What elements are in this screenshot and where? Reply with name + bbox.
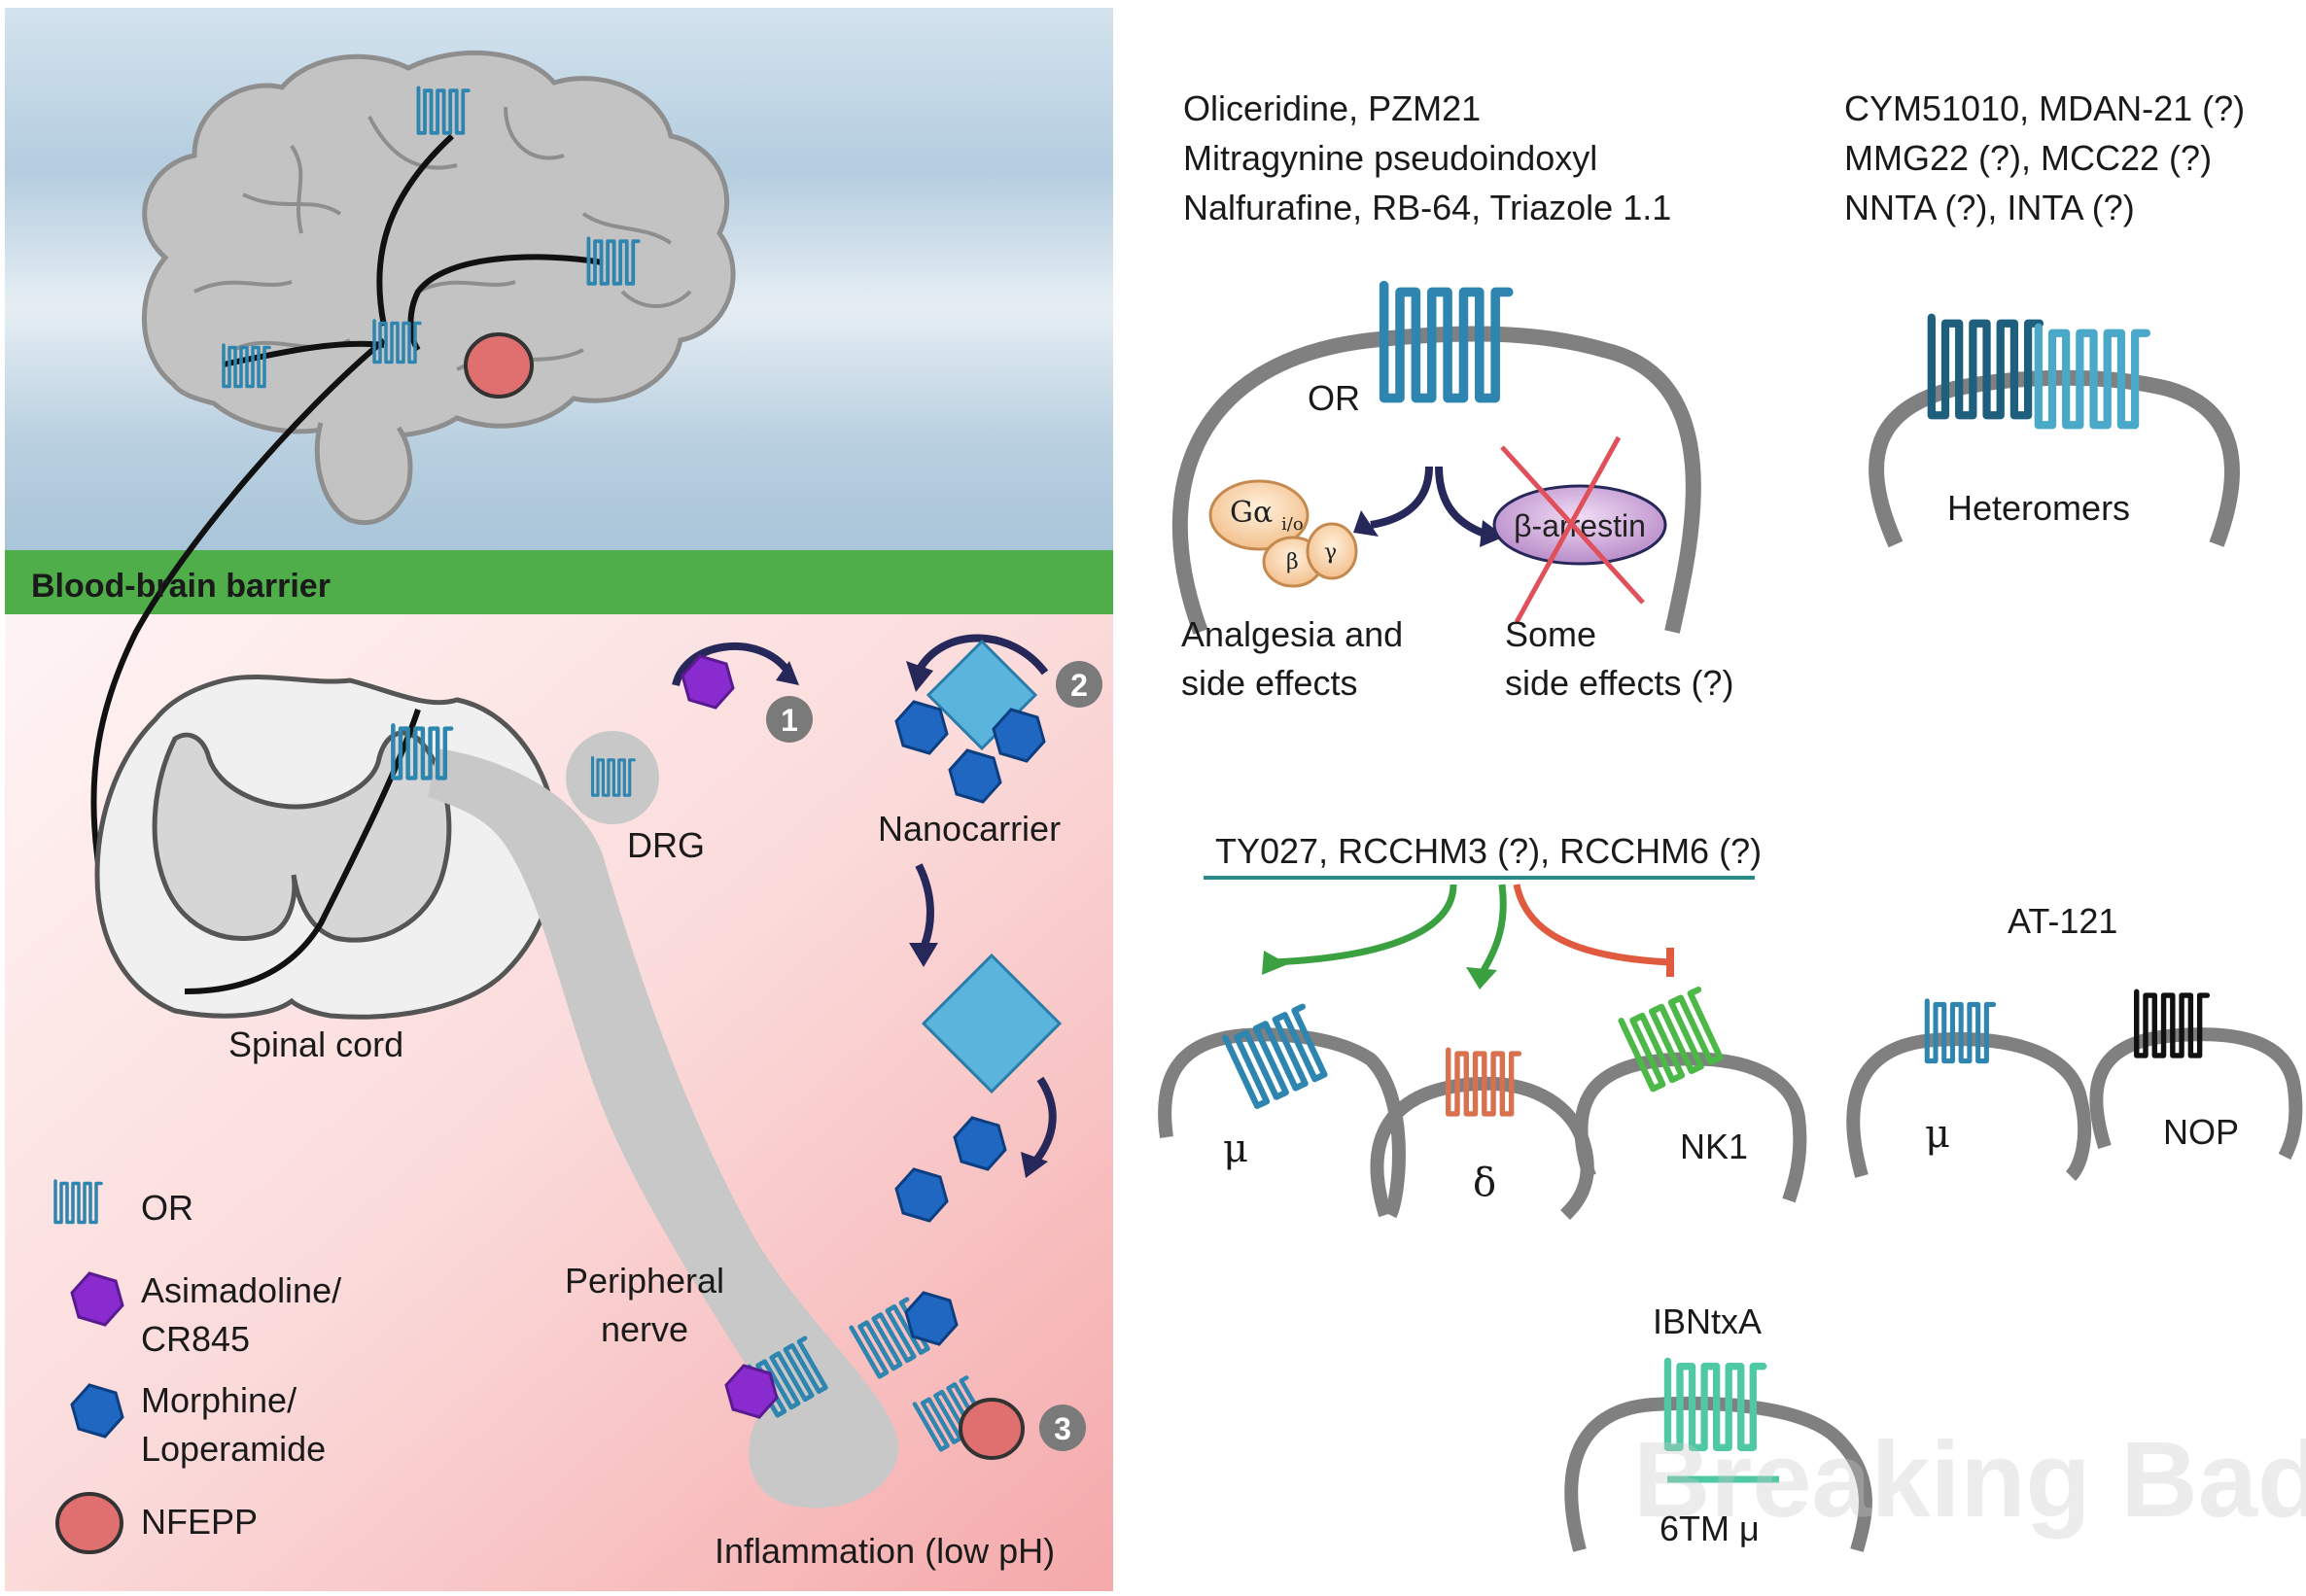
g-alpha-label: Gα	[1230, 496, 1273, 530]
spinal-cord-label: Spinal cord	[228, 1024, 403, 1064]
legend-red-ellipse-icon	[55, 1492, 123, 1554]
nk1-receptor-icon	[1622, 986, 1729, 1089]
arrestin-label: β-arrestin	[1514, 508, 1646, 543]
at121-compound: AT-121	[2008, 901, 2117, 941]
spinal-cord-illustration	[94, 674, 559, 1020]
step2-arrowhead	[906, 661, 933, 692]
biased-compound-line3: Nalfurafine, RB-64, Triazole 1.1	[1183, 188, 1671, 227]
legend-asimadoline-label-1: Asimadoline/	[141, 1270, 341, 1310]
step2-number: 2	[1070, 668, 1088, 703]
drg-label: DRG	[627, 825, 705, 865]
outcome-left-line1: Analgesia and	[1181, 614, 1403, 654]
empty-nanocarrier-diamond	[921, 953, 1063, 1094]
outcome-right-line2: side effects (?)	[1505, 663, 1733, 703]
mu-label: μ	[1223, 1127, 1248, 1171]
step1-arrowhead	[776, 661, 799, 685]
step3-badge	[1039, 1405, 1086, 1451]
ibntxa-compound: IBNtxA	[1653, 1301, 1762, 1341]
step1-number: 1	[781, 703, 798, 738]
peripheral-nerve-label-line2: nerve	[601, 1309, 688, 1349]
g-gamma-label: γ	[1324, 540, 1337, 565]
multitarget-compounds: TY027, RCCHM3 (?), RCCHM6 (?)	[1215, 831, 1762, 871]
delta-label: δ	[1473, 1161, 1496, 1205]
peripheral-nerve-label-line1: Peripheral	[565, 1261, 724, 1301]
release-arrowhead	[909, 943, 938, 967]
legend-asimadoline-label-2: CR845	[141, 1319, 250, 1359]
nanocarrier-label: Nanocarrier	[878, 809, 1061, 849]
mu-membrane	[1158, 1027, 1406, 1219]
legend-or-label: OR	[141, 1188, 193, 1228]
activate-arrow-mu	[1273, 884, 1457, 966]
free-morphine-hexagon-1	[953, 1116, 1007, 1171]
brain-illustration	[141, 50, 736, 526]
bound-nfepp-ellipse	[959, 1398, 1025, 1460]
step3-number: 3	[1054, 1411, 1071, 1446]
arrestin-cross-mark	[1500, 435, 1645, 624]
step1-curved-arrow	[672, 642, 791, 687]
at121-mu-label: μ	[1925, 1112, 1950, 1157]
barrier-label: Blood-brain barrier	[31, 568, 331, 605]
bias-fork-arrows	[1370, 466, 1489, 538]
legend-purple-hexagon-icon	[70, 1271, 124, 1327]
biased-compound-line1: Oliceridine, PZM21	[1183, 88, 1481, 128]
bound-asimadoline-hexagon	[724, 1364, 779, 1419]
biased-membrane	[1171, 326, 1701, 635]
g-beta-label: β	[1286, 550, 1299, 574]
blood-brain-barrier-band	[5, 550, 1113, 614]
step2-badge	[1056, 661, 1102, 708]
heteromer-label: Heteromers	[1947, 488, 2130, 528]
ibntxa-membrane	[1564, 1396, 1872, 1552]
nanocarrier-release-arrow	[915, 863, 934, 950]
delta-membrane	[1370, 1076, 1594, 1220]
g-protein-complex	[1208, 479, 1358, 588]
heteromer-receptor-dark-icon	[1932, 318, 2040, 415]
at121-mu-membrane	[1846, 1032, 2092, 1181]
step1-badge	[766, 696, 813, 743]
nk1-membrane	[1574, 1052, 1807, 1203]
heteromer-compound-line3: NNTA (?), INTA (?)	[1844, 188, 2135, 227]
arrestin-ellipse	[1492, 484, 1667, 566]
inflammation-label: Inflammation (low pH)	[715, 1531, 1055, 1571]
outcome-right-line1: Some	[1505, 614, 1596, 654]
activate-arrow-delta	[1479, 884, 1507, 974]
ibntxa-receptor-label: 6TM μ	[1660, 1509, 1760, 1548]
biased-receptor-label: OR	[1308, 378, 1360, 418]
legend-blue-hexagon-icon	[70, 1383, 124, 1439]
legend-morphine-label-1: Morphine/	[141, 1380, 297, 1420]
biased-compound-line2: Mitragynine pseudoindoxyl	[1183, 138, 1597, 178]
drug-release-arrow	[1031, 1076, 1057, 1164]
legend-morphine-label-2: Loperamide	[141, 1429, 326, 1469]
asimadoline-hexagon	[681, 654, 735, 710]
fork-arrowhead-left	[1353, 510, 1379, 537]
heteromer-compound-line1: CYM51010, MDAN-21 (?)	[1844, 88, 2245, 128]
step2-curved-arrow	[915, 634, 1049, 676]
nop-receptor-icon	[2137, 991, 2208, 1056]
nfepp-brain-ellipse	[464, 332, 534, 399]
mu-receptor-icon	[1225, 1003, 1332, 1106]
drug-release-arrowhead	[1021, 1152, 1048, 1178]
legend: OR Asimadoline/ CR845 Morphine/ Loperami…	[55, 1181, 341, 1554]
g-alpha-subscript: i/o	[1281, 514, 1304, 535]
bound-morphine-hexagon	[904, 1291, 959, 1346]
heteromer-membrane	[1869, 369, 2240, 548]
heteromer-compound-line2: MMG22 (?), MCC22 (?)	[1844, 138, 2212, 178]
nanocarrier-loaded	[894, 639, 1046, 804]
watermark-text: Breaking Bad	[1633, 1420, 2306, 1540]
activate-arrowhead-mu	[1262, 951, 1288, 975]
peripheral-nerve-band	[428, 748, 898, 1509]
free-morphine-hexagon-2	[894, 1167, 949, 1223]
inhibit-line-nk1	[1513, 884, 1671, 966]
nk1-label: NK1	[1680, 1127, 1748, 1166]
outcome-left-line2: side effects	[1181, 663, 1357, 703]
spinal-pathway	[184, 709, 421, 994]
at121-nop-membrane	[2089, 1027, 2303, 1161]
nop-label: NOP	[2163, 1112, 2239, 1152]
at121-mu-receptor-icon	[1927, 1001, 1993, 1061]
activate-arrowhead-delta	[1466, 967, 1497, 989]
legend-nfepp-label: NFEPP	[141, 1502, 258, 1542]
fork-arrowhead-right	[1480, 520, 1505, 547]
